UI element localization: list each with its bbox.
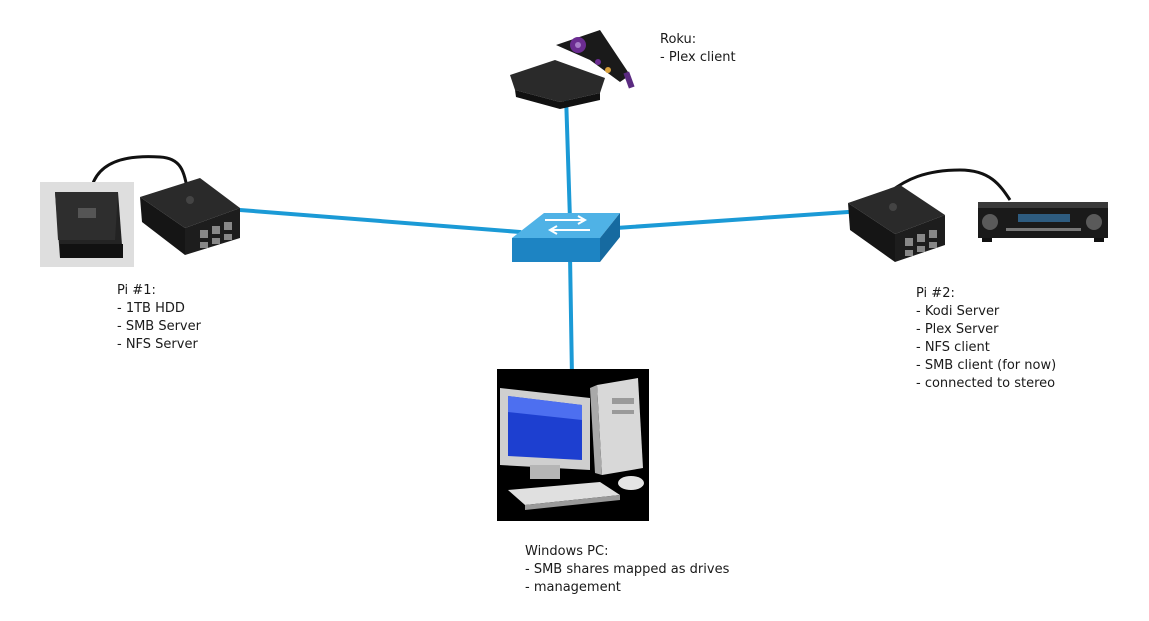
network-switch-icon	[512, 213, 620, 262]
external-hdd-icon	[40, 182, 134, 267]
pi1-label: Pi #1: - 1TB HDD - SMB Server - NFS Serv…	[117, 282, 201, 354]
pc-title: Windows PC:	[525, 544, 609, 559]
pi1-line-2: - SMB Server	[117, 319, 201, 334]
pc-line-2: - management	[525, 580, 621, 595]
cable-hdd-pi1	[90, 155, 190, 196]
roku-title: Roku:	[660, 32, 697, 47]
roku-device-icon	[510, 30, 635, 109]
pc-label: Windows PC: - SMB shares mapped as drive…	[525, 543, 729, 597]
network-links	[238, 93, 850, 380]
roku-line-1: - Plex client	[660, 50, 736, 65]
pi2-line-3: - NFS client	[916, 340, 990, 355]
pi1-line-1: - 1TB HDD	[117, 301, 185, 316]
pi2-title: Pi #2:	[916, 286, 955, 301]
link-roku-switch	[564, 93, 572, 222]
pi2-line-4: - SMB client (for now)	[916, 358, 1057, 373]
desktop-computer-icon	[497, 369, 649, 521]
pi2-line-2: - Plex Server	[916, 322, 999, 337]
pi1-title: Pi #1:	[117, 283, 156, 298]
device-cables	[90, 155, 1012, 201]
av-receiver-icon	[978, 202, 1108, 242]
raspberry-pi-case-icon-pi2	[848, 185, 945, 262]
pi1-line-3: - NFS Server	[117, 337, 198, 352]
pc-line-1: - SMB shares mapped as drives	[525, 562, 730, 577]
roku-label: Roku: - Plex client	[660, 31, 736, 67]
link-switch-pi2	[614, 210, 850, 230]
link-switch-pc	[568, 253, 574, 380]
pi2-line-1: - Kodi Server	[916, 304, 1000, 319]
raspberry-pi-case-icon-pi1	[140, 178, 240, 255]
cable-pi2-stereo	[889, 168, 1012, 201]
link-pi1-switch	[238, 208, 522, 234]
pi2-label: Pi #2: - Kodi Server - Plex Server - NFS…	[916, 285, 1056, 393]
pi2-line-5: - connected to stereo	[916, 376, 1056, 391]
